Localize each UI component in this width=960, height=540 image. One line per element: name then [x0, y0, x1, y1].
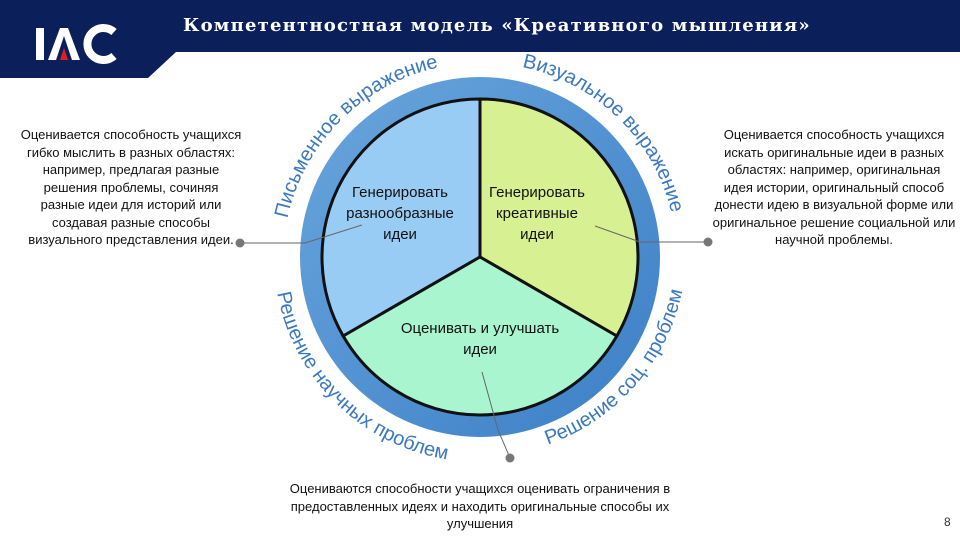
segment-generate-diverse — [320, 97, 482, 339]
connector-dot-right — [703, 237, 713, 247]
connector-dot-bottom — [505, 453, 515, 463]
segment-generate-creative — [478, 97, 640, 339]
iac-logo — [36, 24, 117, 64]
connector-right — [594, 225, 708, 243]
segment-evaluate-improve — [341, 255, 619, 417]
description-evaluate-improve: Оцениваются способности учащихся оценива… — [289, 481, 671, 531]
description-original-ideas: Оценивается способность учащихся искать … — [712, 127, 956, 247]
description-flexible-thinking: Оценивается способность учащихся гибко м… — [20, 127, 242, 247]
connector-bottom — [481, 371, 511, 459]
page-number: 8 — [944, 515, 951, 529]
page-title: Компетентностная модель «Креативного мыш… — [183, 15, 811, 36]
connector-left — [240, 224, 363, 244]
connector-dot-left — [235, 238, 245, 248]
